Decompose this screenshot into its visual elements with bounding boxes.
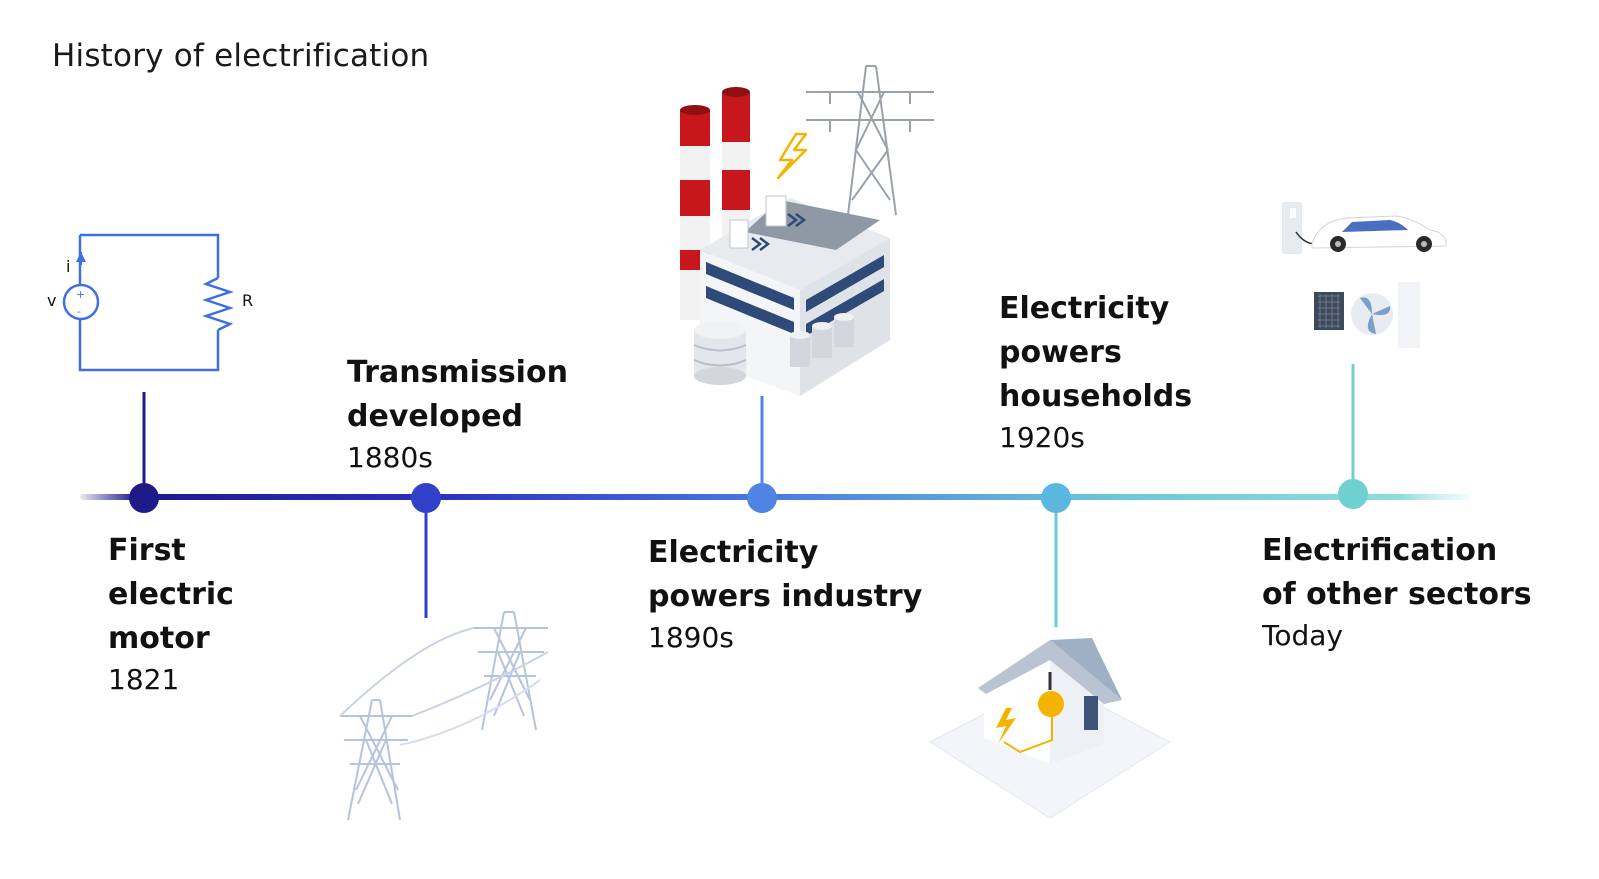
transmission-towers-icon [339,611,549,821]
milestone-today: Electrification of other sectors Today [1262,529,1532,655]
milestone-date: 1920s [999,421,1085,454]
milestone-label: Electricity powers households [999,291,1193,414]
electric-car-charger-icon [1282,202,1447,254]
circuit-label-minus: - [77,305,81,318]
milestone-1821: First electric motor 1821 [108,529,234,699]
milestone-1890s: Electricity powers industry 1890s [648,531,922,657]
milestone-date: Today [1262,619,1343,652]
milestone-date: 1821 [108,663,180,696]
heat-pump-icon [1314,282,1420,348]
circuit-diagram-icon [62,233,234,372]
milestone-label: Transmission developed [347,355,568,434]
milestone-1880s: Transmission developed 1880s [347,351,568,477]
milestone-date: 1880s [347,441,433,474]
circuit-label-current: i [66,257,70,276]
milestone-dot-1890s [747,483,777,513]
circuit-label-plus: + [76,288,85,301]
circuit-label-resistor: R [242,291,253,310]
milestone-1920s: Electricity powers households 1920s [999,287,1192,457]
milestone-date: 1890s [648,621,734,654]
milestone-dot-1821 [129,483,159,513]
milestone-label: Electrification of other sectors [1262,533,1532,612]
power-plant-icon [680,65,934,396]
milestone-dot-1880s [411,483,441,513]
milestone-label: Electricity powers industry [648,535,923,614]
house-lightbulb-icon [928,638,1172,819]
circuit-label-voltage: v [47,291,56,310]
milestone-label: First electric motor [108,533,234,656]
page-title: History of electrification [52,38,430,74]
milestone-dot-today [1338,479,1368,509]
milestone-dot-1920s [1041,483,1071,513]
